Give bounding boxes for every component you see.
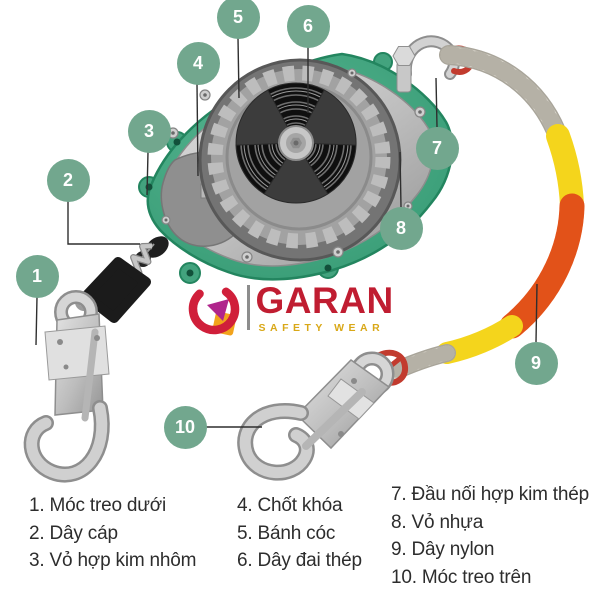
legend-column-1: 1. Móc treo dưới 2. Dây cáp 3. Vỏ hợp kim … bbox=[29, 492, 196, 575]
logo-divider bbox=[247, 285, 250, 330]
legend-item: 2. Dây cáp bbox=[29, 522, 118, 544]
callout-line-2 bbox=[67, 201, 140, 245]
nylon-rope bbox=[373, 45, 585, 386]
legend-item: 5. Bánh cóc bbox=[237, 522, 336, 544]
callout-line-9 bbox=[535, 283, 538, 343]
rope-red-eye-loop bbox=[373, 349, 409, 386]
legend-column-2: 4. Chốt khóa 5. Bánh cóc 6. Dây đai thép bbox=[237, 492, 362, 575]
callout-line-5 bbox=[237, 37, 240, 99]
legend-item: 10. Móc treo trên bbox=[391, 566, 532, 588]
rubber-boot bbox=[81, 257, 151, 323]
housing-screws bbox=[161, 68, 426, 263]
legend-item: 9. Dây nylon bbox=[391, 539, 495, 560]
top-snap-hook bbox=[237, 351, 395, 481]
retractable-block bbox=[138, 35, 460, 284]
callout-line-1 bbox=[35, 296, 38, 346]
callout-line-7 bbox=[435, 77, 438, 128]
legend-item: 1. Móc treo dưới bbox=[29, 495, 167, 516]
legend-item: 7. Đầu nối hợp kim thép bbox=[391, 484, 589, 505]
brand-text-block: GARAN SAFETY WEAR bbox=[256, 279, 394, 334]
legend-item: 8. Vỏ nhựa bbox=[391, 511, 484, 533]
legend-item: 3. Vỏ hợp kim nhôm bbox=[29, 550, 197, 571]
callout-line-3 bbox=[146, 151, 149, 196]
callout-line-8 bbox=[399, 151, 402, 208]
brand-logo: GARAN SAFETY WEAR bbox=[187, 279, 394, 339]
brand-logo-mark-icon bbox=[188, 283, 240, 336]
legend-column-3: 7. Đầu nối hợp kim thép 8. Vỏ nhựa 9. Dây … bbox=[391, 481, 589, 591]
rope-orange-sleeve bbox=[499, 193, 585, 339]
callout-line-4 bbox=[196, 83, 199, 177]
center-hub bbox=[278, 125, 314, 161]
legend-item: 4. Chốt khóa bbox=[237, 495, 343, 516]
legend-item: 6. Dây đai thép bbox=[237, 550, 362, 571]
cable-assembly bbox=[75, 236, 169, 323]
brand-tagline: SAFETY WEAR bbox=[258, 322, 385, 334]
lower-snap-hook bbox=[23, 290, 110, 483]
brand-name: GARAN bbox=[255, 280, 394, 321]
